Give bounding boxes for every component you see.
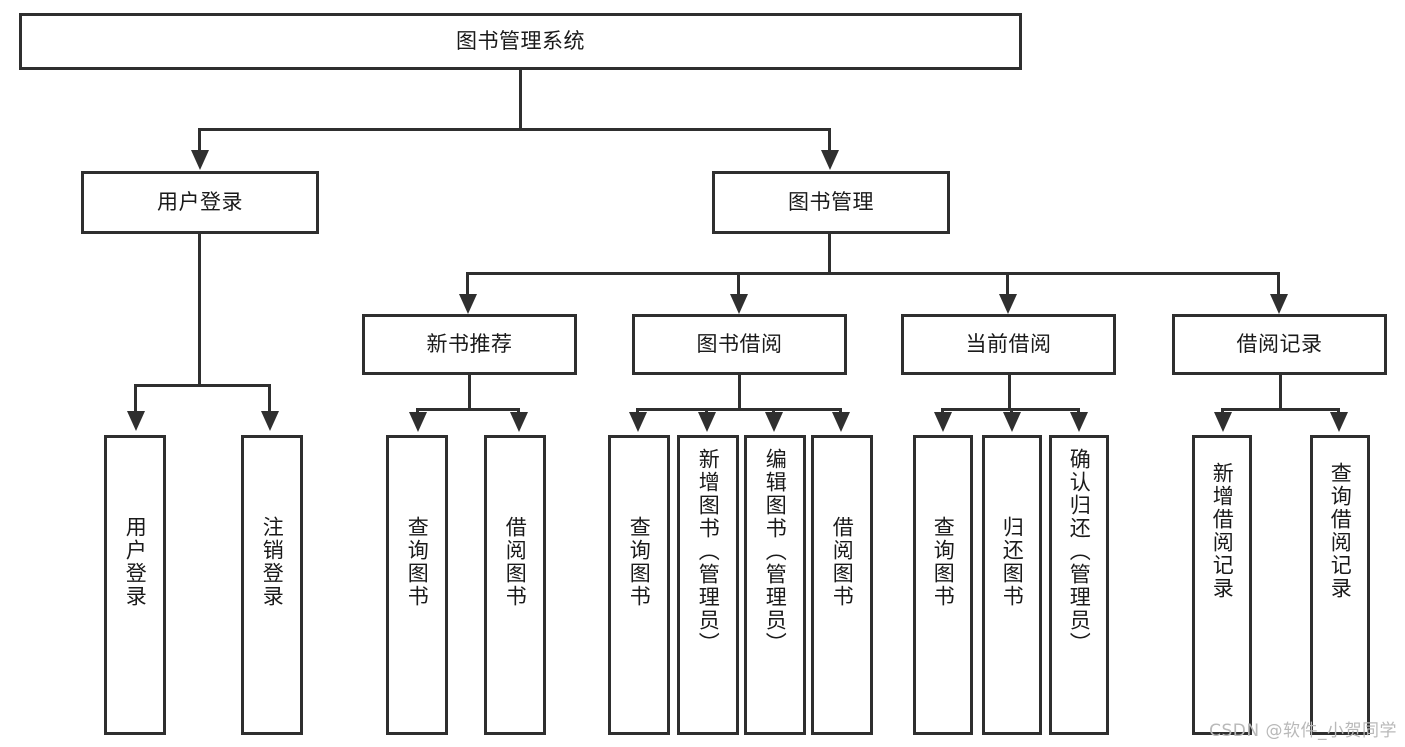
connector-level3-drop-3 xyxy=(1006,272,1009,294)
connector-book-management-stem xyxy=(828,234,831,273)
node-leaf-add-borrow-record[interactable]: 新增借阅记录 xyxy=(1192,435,1252,735)
connector-root-to-book-management xyxy=(828,128,831,150)
node-leaf-borrow-book-2-label: 借阅图书 xyxy=(830,516,855,608)
connector-book-borrow-bus xyxy=(636,408,842,411)
arrowhead-leaf-query-book-3 xyxy=(934,412,952,432)
node-new-book-recommend-label: 新书推荐 xyxy=(426,332,513,357)
node-book-management-label: 图书管理 xyxy=(788,190,874,215)
node-root[interactable]: 图书管理系统 xyxy=(19,13,1022,70)
node-borrow-record-label: 借阅记录 xyxy=(1236,332,1323,357)
connector-book-borrow-drop-1 xyxy=(636,408,639,414)
node-user-login[interactable]: 用户登录 xyxy=(81,171,319,234)
arrowhead-user-login xyxy=(191,150,209,170)
connector-borrow-record-bus xyxy=(1221,408,1340,411)
connector-level3-drop-4 xyxy=(1277,272,1280,294)
connector-book-borrow-drop-2 xyxy=(705,408,708,414)
node-leaf-query-book-1-label: 查询图书 xyxy=(405,516,430,608)
connector-current-borrow-stem xyxy=(1008,375,1011,409)
connector-current-borrow-drop-2 xyxy=(1010,408,1013,414)
arrowhead-leaf-add-book-admin xyxy=(698,412,716,432)
connector-user-login-bus xyxy=(134,384,271,387)
arrowhead-book-borrow xyxy=(730,294,748,314)
node-leaf-add-borrow-record-label: 新增借阅记录 xyxy=(1210,462,1235,600)
connector-level3-drop-1 xyxy=(466,272,469,294)
arrowhead-leaf-query-book-2 xyxy=(629,412,647,432)
connector-book-borrow-stem xyxy=(738,375,741,409)
connector-book-borrow-drop-3 xyxy=(772,408,775,414)
connector-user-login-stem xyxy=(198,234,201,385)
node-leaf-logout-login[interactable]: 注销登录 xyxy=(241,435,303,735)
node-leaf-borrow-book-1-label: 借阅图书 xyxy=(503,516,528,608)
node-current-borrow-label: 当前借阅 xyxy=(965,332,1052,357)
node-new-book-recommend[interactable]: 新书推荐 xyxy=(362,314,577,375)
node-current-borrow[interactable]: 当前借阅 xyxy=(901,314,1116,375)
node-leaf-add-book-admin-label: 新增图书（管理员） xyxy=(696,448,721,655)
node-book-borrow-label: 图书借阅 xyxy=(696,332,783,357)
node-leaf-borrow-book-2[interactable]: 借阅图书 xyxy=(811,435,873,735)
arrowhead-leaf-borrow-book-1 xyxy=(510,412,528,432)
node-leaf-confirm-return-admin-label: 确认归还（管理员） xyxy=(1067,448,1092,655)
arrowhead-leaf-logout-login xyxy=(261,411,279,431)
connector-new-book-stem xyxy=(468,375,471,409)
node-book-management[interactable]: 图书管理 xyxy=(712,171,950,234)
arrowhead-current-borrow xyxy=(999,294,1017,314)
connector-level3-bus xyxy=(466,272,1279,275)
connector-borrow-record-drop-2 xyxy=(1337,408,1340,414)
arrowhead-leaf-confirm-return-admin xyxy=(1070,412,1088,432)
node-root-label: 图书管理系统 xyxy=(456,29,585,54)
connector-user-login-drop-1 xyxy=(134,384,137,411)
node-leaf-edit-book-admin[interactable]: 编辑图书（管理员） xyxy=(744,435,806,735)
node-leaf-add-book-admin[interactable]: 新增图书（管理员） xyxy=(677,435,739,735)
arrowhead-leaf-return-book xyxy=(1003,412,1021,432)
arrowhead-leaf-query-borrow-record xyxy=(1330,412,1348,432)
arrowhead-new-book-recommend xyxy=(459,294,477,314)
node-leaf-return-book[interactable]: 归还图书 xyxy=(982,435,1042,735)
connector-root-to-user-login xyxy=(198,128,201,150)
node-leaf-user-login[interactable]: 用户登录 xyxy=(104,435,166,735)
connector-current-borrow-drop-3 xyxy=(1077,408,1080,414)
arrowhead-leaf-borrow-book-2 xyxy=(832,412,850,432)
connector-user-login-drop-2 xyxy=(268,384,271,411)
connector-root-stem xyxy=(519,70,522,129)
node-leaf-query-borrow-record-label: 查询借阅记录 xyxy=(1328,462,1353,600)
arrowhead-leaf-add-borrow-record xyxy=(1214,412,1232,432)
connector-book-borrow-drop-4 xyxy=(839,408,842,414)
arrowhead-leaf-query-book-1 xyxy=(409,412,427,432)
watermark: CSDN @软件_小贺同学 xyxy=(1209,721,1397,741)
connector-new-book-drop-2 xyxy=(517,408,520,414)
arrowhead-leaf-user-login xyxy=(127,411,145,431)
connector-new-book-drop-1 xyxy=(416,408,419,414)
node-leaf-logout-login-label: 注销登录 xyxy=(260,516,285,608)
node-leaf-user-login-label: 用户登录 xyxy=(123,516,148,608)
connector-borrow-record-drop-1 xyxy=(1221,408,1224,414)
arrowhead-leaf-edit-book-admin xyxy=(765,412,783,432)
node-leaf-edit-book-admin-label: 编辑图书（管理员） xyxy=(763,448,788,655)
node-leaf-query-borrow-record[interactable]: 查询借阅记录 xyxy=(1310,435,1370,735)
connector-borrow-record-stem xyxy=(1279,375,1282,409)
node-leaf-query-book-3[interactable]: 查询图书 xyxy=(913,435,973,735)
node-book-borrow[interactable]: 图书借阅 xyxy=(632,314,847,375)
node-leaf-query-book-2[interactable]: 查询图书 xyxy=(608,435,670,735)
node-leaf-borrow-book-1[interactable]: 借阅图书 xyxy=(484,435,546,735)
node-leaf-confirm-return-admin[interactable]: 确认归还（管理员） xyxy=(1049,435,1109,735)
node-leaf-return-book-label: 归还图书 xyxy=(1000,516,1025,608)
node-borrow-record[interactable]: 借阅记录 xyxy=(1172,314,1387,375)
node-leaf-query-book-3-label: 查询图书 xyxy=(931,516,956,608)
connector-current-borrow-drop-1 xyxy=(941,408,944,414)
connector-level3-drop-2 xyxy=(737,272,740,294)
arrowhead-book-management xyxy=(821,150,839,170)
arrowhead-borrow-record xyxy=(1270,294,1288,314)
connector-new-book-bus xyxy=(416,408,520,411)
connector-root-bus xyxy=(198,128,831,131)
node-leaf-query-book-1[interactable]: 查询图书 xyxy=(386,435,448,735)
node-user-login-label: 用户登录 xyxy=(157,190,243,215)
node-leaf-query-book-2-label: 查询图书 xyxy=(627,516,652,608)
